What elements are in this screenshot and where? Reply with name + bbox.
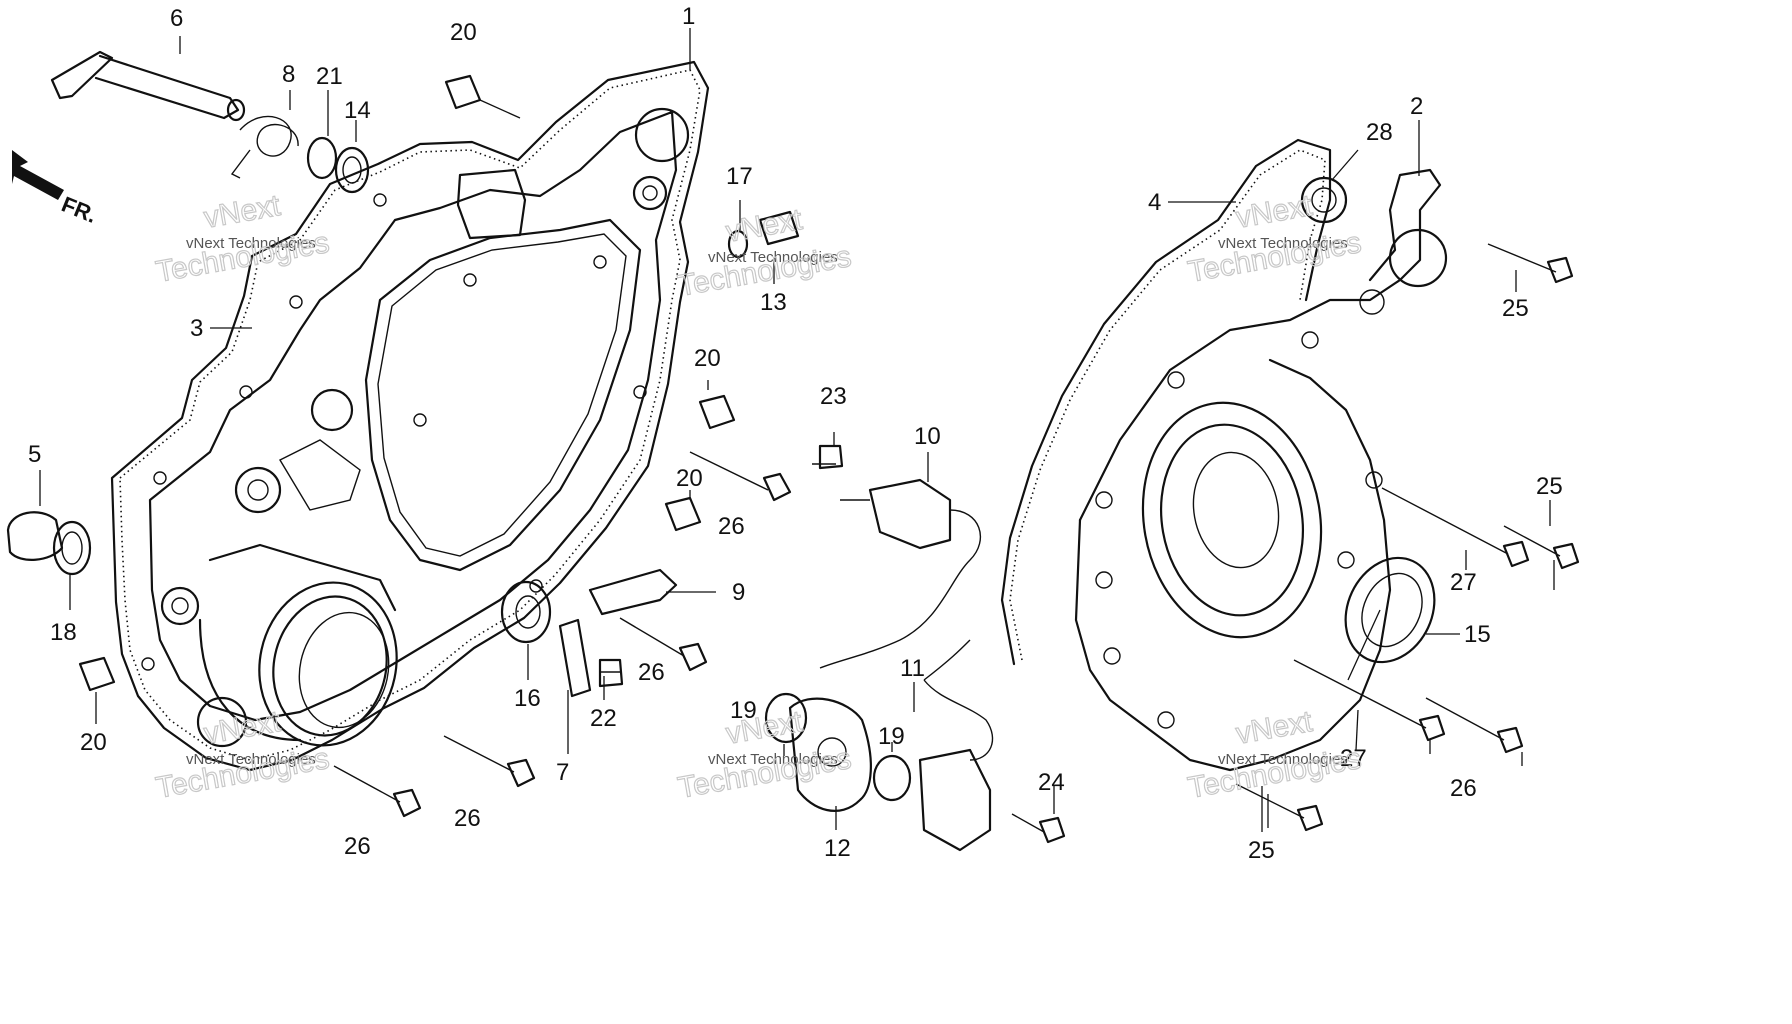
callout-16: 16 <box>514 685 541 712</box>
callout-13: 13 <box>760 289 787 316</box>
callout-6: 6 <box>170 5 183 32</box>
callout-27a: 27 <box>1450 569 1477 596</box>
callout-25c: 25 <box>1248 837 1275 864</box>
watermarks: vNext Technologies Technologies vNext vN… <box>153 188 1364 805</box>
callouts: 1 2 3 4 5 6 7 8 9 10 11 12 13 14 15 16 1… <box>28 3 1563 864</box>
watermark: vNext Technologies Technologies vNext <box>675 704 854 805</box>
front-arrow: FR. <box>12 150 100 228</box>
watermark: vNext Technologies Technologies vNext <box>153 704 332 805</box>
svg-text:vNext: vNext <box>201 705 283 751</box>
callout-20c: 20 <box>676 465 703 492</box>
callout-18: 18 <box>50 619 77 646</box>
svg-text:vNext Technologies: vNext Technologies <box>708 751 838 768</box>
callout-7: 7 <box>556 759 569 786</box>
svg-text:vNext: vNext <box>201 189 283 235</box>
callout-25a: 25 <box>1502 295 1529 322</box>
svg-text:vNext Technologies: vNext Technologies <box>1218 751 1348 768</box>
front-arrow-label: FR. <box>58 191 100 227</box>
callout-11: 11 <box>900 655 925 682</box>
callout-15: 15 <box>1464 621 1491 648</box>
watermark: vNext Technologies Technologies vNext <box>675 202 854 303</box>
small-parts <box>6 50 994 852</box>
callout-9: 9 <box>732 579 745 606</box>
leader-lines <box>39 28 1555 832</box>
callout-14: 14 <box>344 97 371 124</box>
callout-26b: 26 <box>638 659 665 686</box>
svg-text:vNext: vNext <box>1233 189 1315 235</box>
svg-text:vNext Technologies: vNext Technologies <box>708 249 838 266</box>
svg-text:vNext Technologies: vNext Technologies <box>1218 235 1348 252</box>
callout-21: 21 <box>316 63 343 90</box>
callout-5: 5 <box>28 441 41 468</box>
svg-text:vNext: vNext <box>1233 705 1315 751</box>
callout-3: 3 <box>190 315 203 342</box>
callout-24: 24 <box>1038 769 1065 796</box>
callout-26e: 26 <box>1450 775 1477 802</box>
callout-20a: 20 <box>450 19 477 46</box>
callout-1: 1 <box>682 3 695 30</box>
callout-4: 4 <box>1148 189 1161 216</box>
front-arrow-icon <box>12 150 64 200</box>
svg-text:vNext Technologies: vNext Technologies <box>186 235 316 252</box>
callout-23: 23 <box>820 383 847 410</box>
callout-10: 10 <box>914 423 941 450</box>
callout-20b: 20 <box>694 345 721 372</box>
left-crankcase-cover <box>110 60 710 772</box>
callout-26d: 26 <box>344 833 371 860</box>
callout-17: 17 <box>726 163 753 190</box>
callout-27b: 27 <box>1340 745 1367 772</box>
svg-text:vNext: vNext <box>723 203 805 249</box>
callout-22: 22 <box>590 705 617 732</box>
callout-19b: 19 <box>878 723 905 750</box>
callout-2: 2 <box>1410 93 1423 120</box>
watermark: vNext Technologies Technologies vNext <box>1185 188 1364 289</box>
svg-text:vNext Technologies: vNext Technologies <box>186 751 316 768</box>
watermark: vNext Technologies Technologies vNext <box>153 188 332 289</box>
callout-12: 12 <box>824 835 851 862</box>
bolts <box>333 243 1580 844</box>
callout-26c: 26 <box>454 805 481 832</box>
shift-arm <box>50 50 240 120</box>
callout-28: 28 <box>1366 119 1393 146</box>
callout-19a: 19 <box>730 697 757 724</box>
right-cover <box>1000 138 1448 772</box>
callout-25b: 25 <box>1536 473 1563 500</box>
callout-26a: 26 <box>718 513 745 540</box>
callout-8: 8 <box>282 61 295 88</box>
watermark: vNext Technologies Technologies vNext <box>1185 704 1364 805</box>
callout-20d: 20 <box>80 729 107 756</box>
